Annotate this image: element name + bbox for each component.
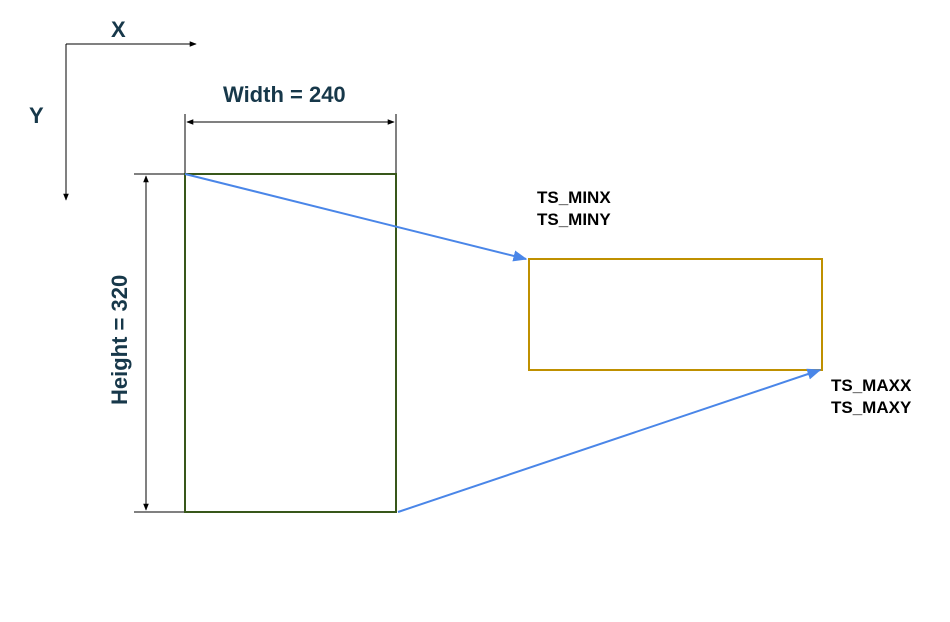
height-dimension: Height = 320 xyxy=(107,173,185,513)
touch-region-rectangle xyxy=(528,258,823,371)
mapping-arrow-max xyxy=(397,368,822,513)
coordinate-axes: X Y xyxy=(29,17,197,201)
ts-miny-label: TS_MINY xyxy=(537,210,611,229)
ts-minx-label: TS_MINX xyxy=(537,188,611,207)
y-axis-label: Y xyxy=(29,103,44,128)
x-axis-label: X xyxy=(111,17,126,42)
touch-min-label: TS_MINX TS_MINY xyxy=(537,188,611,229)
width-dimension: Width = 240 xyxy=(184,82,397,175)
screen-rectangle xyxy=(184,173,397,513)
mapping-arrow-min xyxy=(184,173,528,262)
height-label: Height = 320 xyxy=(107,275,132,405)
ts-maxy-label: TS_MAXY xyxy=(831,398,912,417)
touch-max-label: TS_MAXX TS_MAXY xyxy=(831,376,912,417)
ts-maxx-label: TS_MAXX xyxy=(831,376,912,395)
width-label: Width = 240 xyxy=(223,82,346,107)
